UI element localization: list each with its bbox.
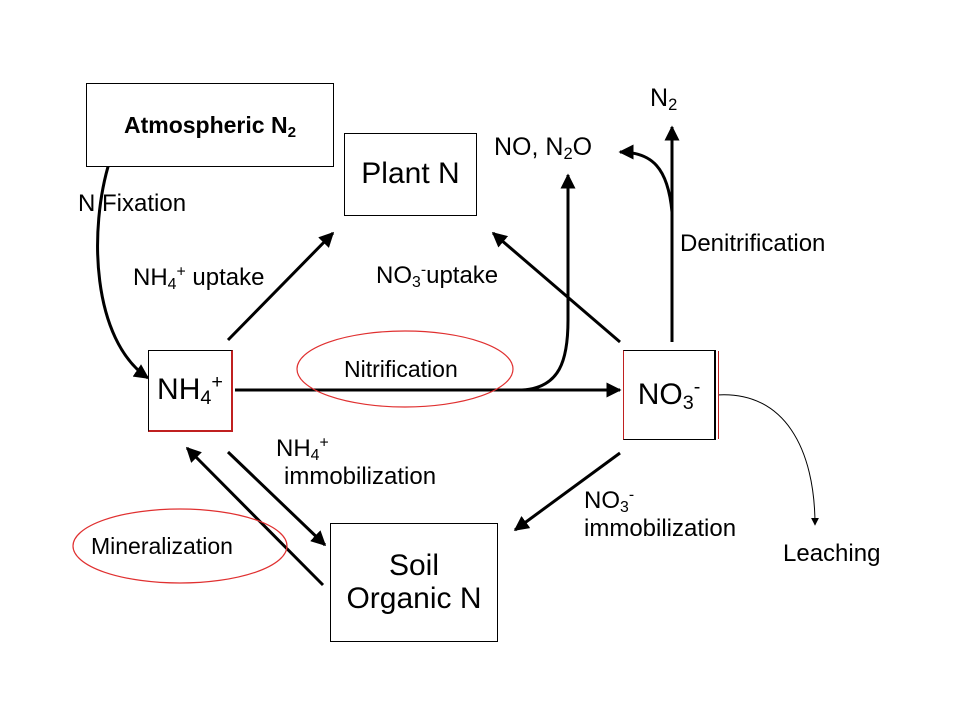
nh4-uptake-label: NH4+ uptake <box>133 263 265 293</box>
nh4-label: NH4+ <box>157 371 223 410</box>
no3-uptake-label: NO3-uptake <box>376 261 499 291</box>
denitrification-label: Denitrification <box>680 230 826 257</box>
no3-immobilization-label: NO3- immobilization <box>584 486 737 542</box>
no3-uptake-arrow <box>491 231 621 344</box>
atmospheric-n2-label: Atmospheric N2 <box>123 111 297 141</box>
nitrification-highlight <box>296 330 514 408</box>
nitrification-label: Nitrification <box>344 356 458 382</box>
mineralization-highlight <box>72 508 288 584</box>
soil-organic-n-box: Soil Organic N <box>330 523 498 642</box>
denitrification-gas-arrow <box>618 144 674 213</box>
no3-immobilization-arrow <box>513 451 621 532</box>
n-fixation-arrow <box>96 159 150 380</box>
no-n2o-gas-label: NO, N2O <box>494 133 593 164</box>
n2-gas-label: N2 <box>650 84 678 115</box>
nitrification-gas-arrow <box>521 173 576 392</box>
nh4-box: NH4+ <box>148 350 233 432</box>
plant-n-box: Plant N <box>344 133 477 216</box>
no3-label: NO3- <box>637 375 701 414</box>
nh4-uptake-arrow <box>226 231 335 342</box>
nh4-immobilization-label: NH4+ immobilization <box>276 434 437 490</box>
mineralization-arrow <box>185 446 325 587</box>
soil-label: Soil <box>388 549 440 583</box>
plant-n-label: Plant N <box>361 157 460 191</box>
organic-n-label: Organic N <box>346 581 482 615</box>
leaching-arrow <box>715 394 819 526</box>
leaching-label: Leaching <box>783 540 881 567</box>
nh4-immobilization-arrow <box>226 450 327 547</box>
atmospheric-n2-box: Atmospheric N2 <box>86 83 334 167</box>
no3-box: NO3- <box>623 350 716 440</box>
mineralization-label: Mineralization <box>91 533 233 559</box>
n-fixation-label: N Fixation <box>78 190 187 217</box>
